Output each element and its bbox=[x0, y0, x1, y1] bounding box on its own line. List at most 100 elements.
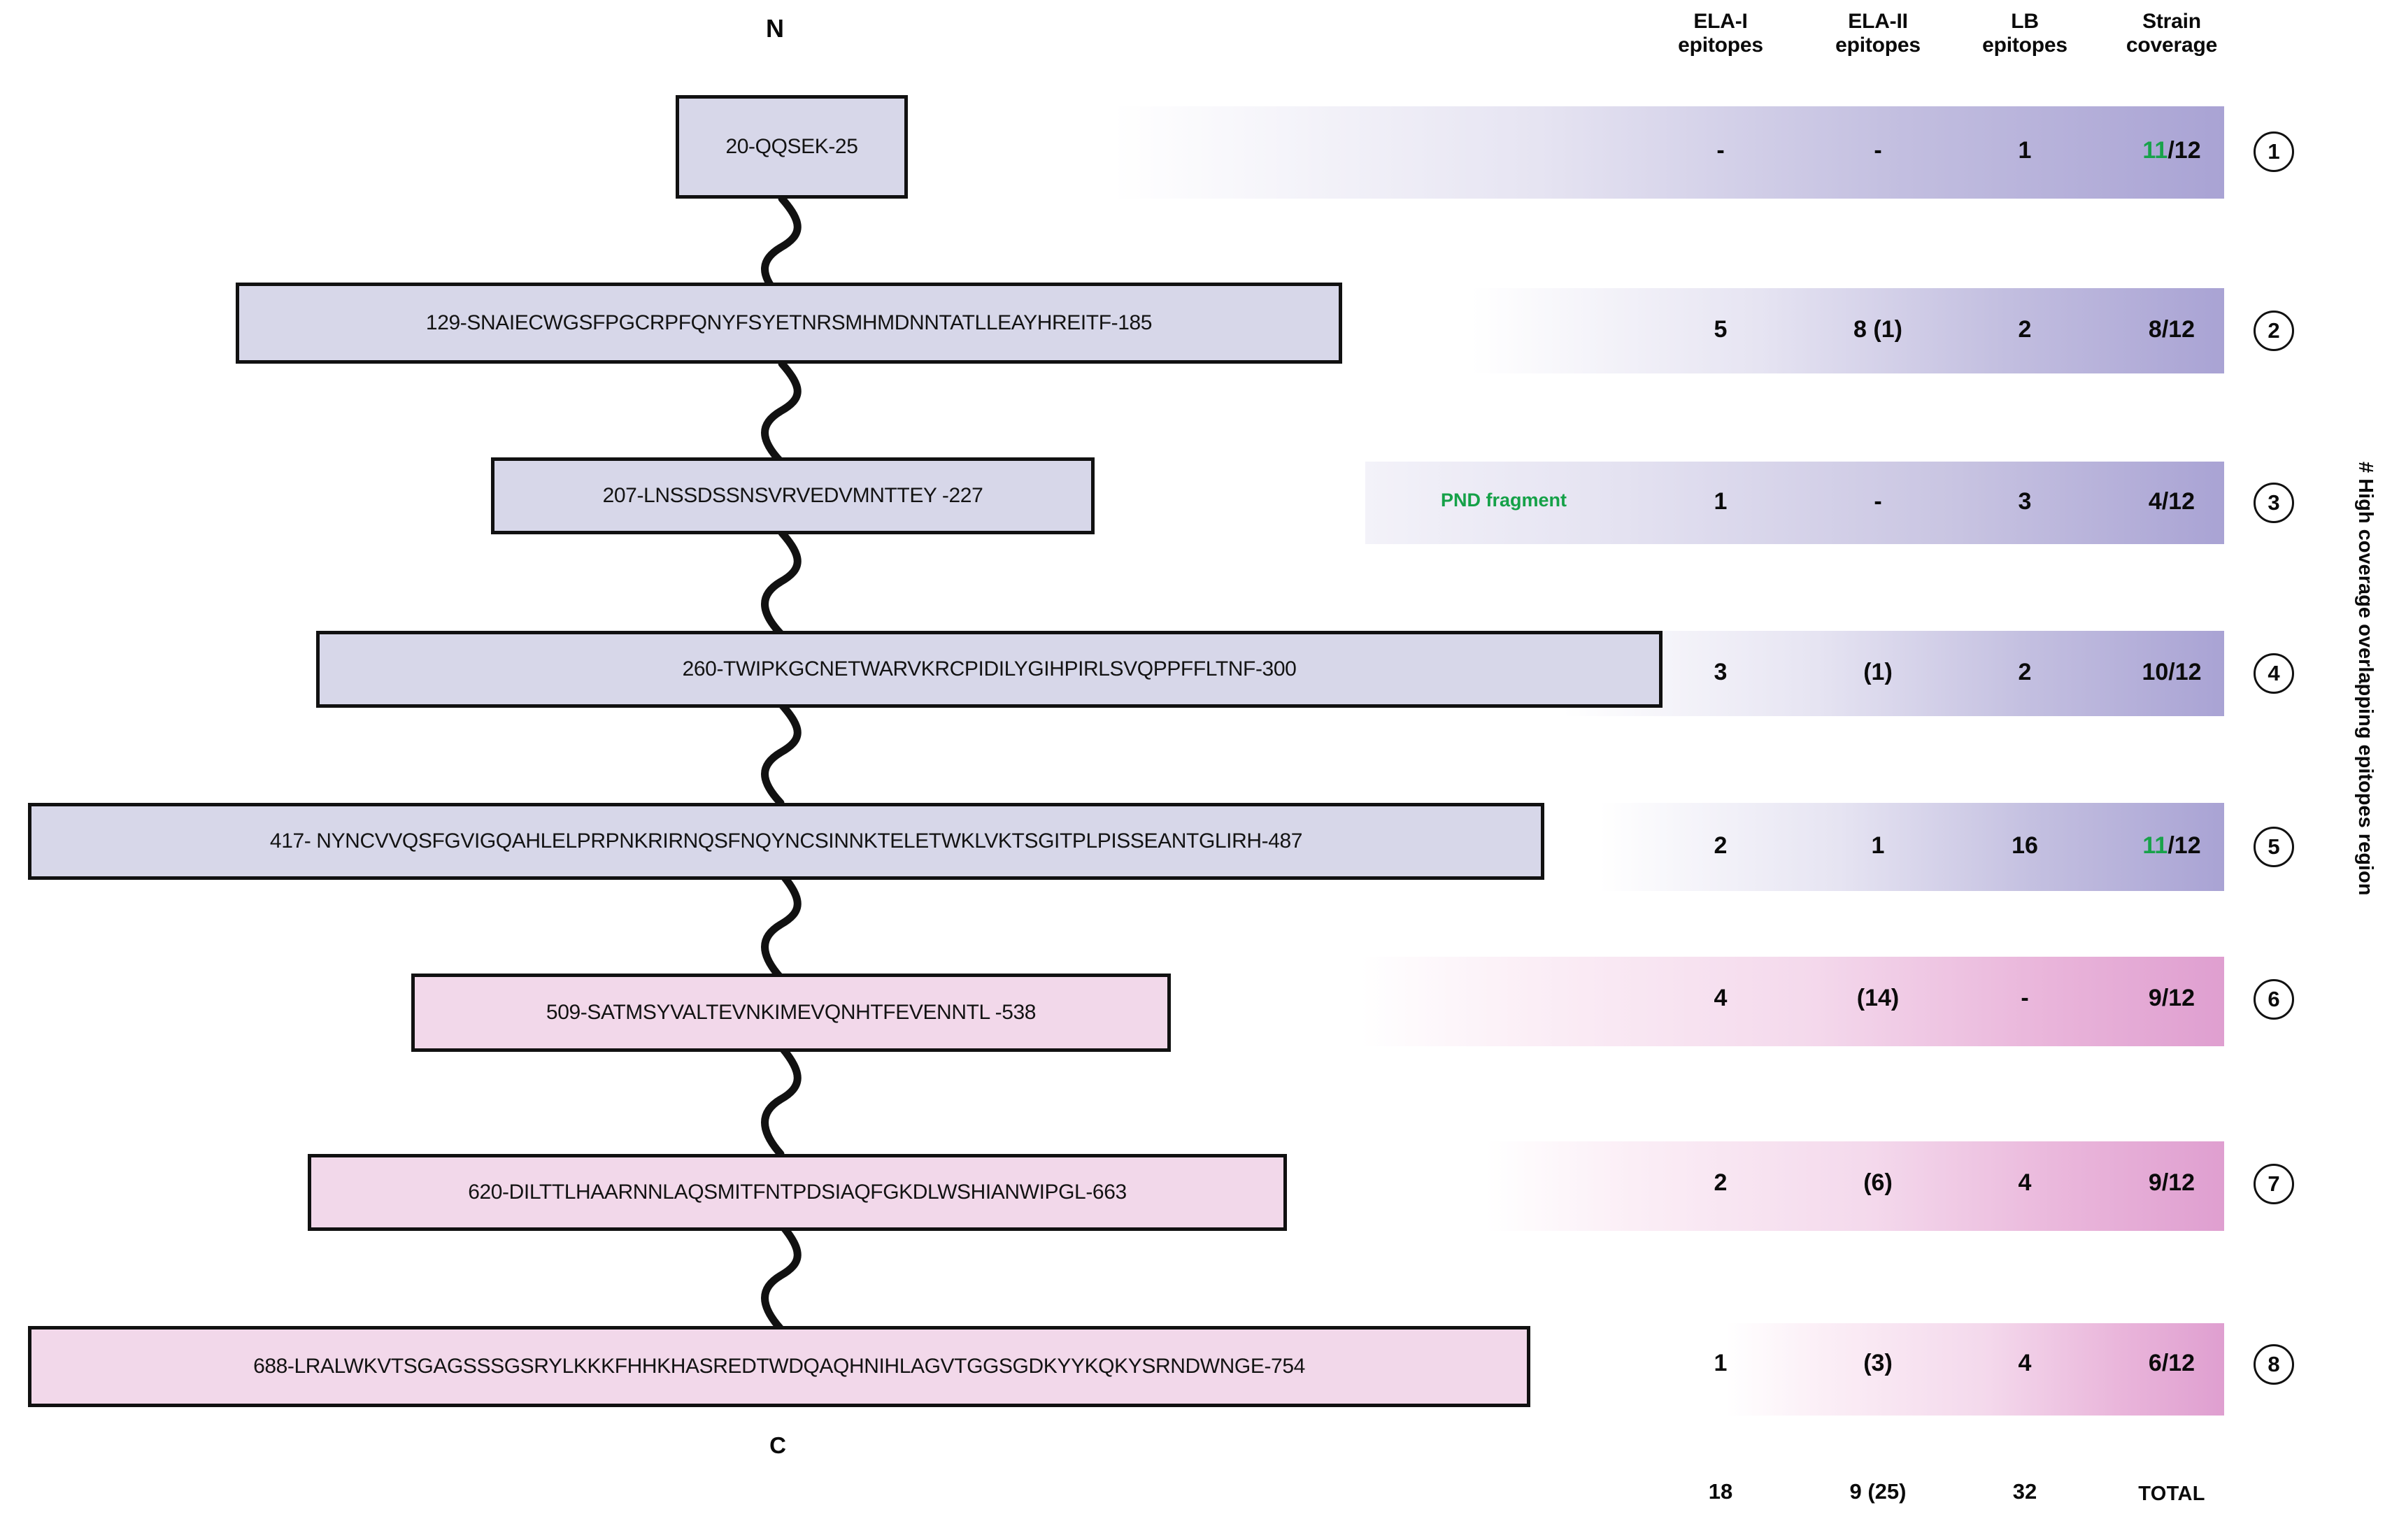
column-header-strain: Strain coverage bbox=[2098, 10, 2245, 57]
connector-squiggle-6-7 bbox=[761, 1048, 802, 1154]
column-header-lb-line2: epitopes bbox=[1982, 33, 2067, 57]
peptide-box-4[interactable]: 260-TWIPKGCNETWARVKRCPIDILYGIHPIRLSVQPPF… bbox=[316, 631, 1663, 708]
strain-denominator-row5: /12 bbox=[2167, 832, 2201, 859]
total-lb: 32 bbox=[2012, 1479, 2037, 1504]
peptide-sequence-3: 207-LNSSDSSNSVRVEDVMNTTEY -227 bbox=[602, 484, 983, 507]
column-header-ela1-line2: epitopes bbox=[1678, 33, 1763, 57]
cell-ela1-row4: 3 bbox=[1714, 659, 1728, 685]
column-header-strain-line2: coverage bbox=[2126, 33, 2218, 57]
total-ela1: 18 bbox=[1708, 1479, 1733, 1504]
column-header-strain-line1: Strain bbox=[2142, 10, 2201, 33]
strain-numerator-row7: 9 bbox=[2148, 1169, 2162, 1196]
row-index-8: 8 bbox=[2254, 1344, 2294, 1385]
strain-denominator-row7: /12 bbox=[2161, 1169, 2195, 1196]
strain-denominator-row4: /12 bbox=[2168, 659, 2202, 685]
coverage-bar-6 bbox=[1361, 957, 2224, 1046]
strain-denominator-row1: /12 bbox=[2167, 137, 2201, 164]
cell-ela2-row4: (1) bbox=[1863, 659, 1893, 685]
peptide-box-1[interactable]: 20-QQSEK-25 bbox=[676, 95, 908, 199]
strain-numerator-row6: 9 bbox=[2148, 985, 2162, 1011]
cell-ela2-row6: (14) bbox=[1856, 985, 1900, 1011]
cell-ela1-row6: 4 bbox=[1714, 985, 1728, 1011]
row-index-1: 1 bbox=[2254, 131, 2294, 172]
cell-lb-row7: 4 bbox=[2018, 1169, 2032, 1196]
peptide-box-2[interactable]: 129-SNAIECWGSFPGCRPFQNYFSYETNRSMHMDNNTAT… bbox=[236, 283, 1342, 364]
column-header-ela2-line2: epitopes bbox=[1835, 33, 1921, 57]
cell-strain-row4: 10/12 bbox=[2098, 659, 2245, 686]
peptide-box-6[interactable]: 509-SATMSYVALTEVNKIMEVQNHTFEVENNTL -538 bbox=[411, 974, 1171, 1052]
strain-numerator-row4: 10 bbox=[2142, 659, 2169, 685]
column-header-ela1-line1: ELA-I bbox=[1693, 10, 1748, 33]
cell-lb-row1: 1 bbox=[2018, 137, 2032, 164]
total-label: TOTAL bbox=[2138, 1483, 2205, 1505]
connector-squiggle-1-2 bbox=[761, 199, 802, 298]
peptide-sequence-5: 417- NYNCVVQSFGVIGQAHLELPRPNKRIRNQSFNQYN… bbox=[269, 829, 1303, 853]
peptide-box-5[interactable]: 417- NYNCVVQSFGVIGQAHLELPRPNKRIRNQSFNQYN… bbox=[28, 803, 1544, 880]
peptide-sequence-8: 688-LRALWKVTSGAGSSSGSRYLKKKFHHKHASREDTWD… bbox=[253, 1355, 1305, 1378]
cell-lb-row8: 4 bbox=[2018, 1350, 2032, 1376]
coverage-bar-3 bbox=[1365, 462, 2224, 544]
cell-strain-row6: 9/12 bbox=[2098, 985, 2245, 1012]
cell-lb-row6: - bbox=[2021, 985, 2029, 1011]
cell-ela1-row7: 2 bbox=[1714, 1169, 1728, 1196]
coverage-bar-8 bbox=[1726, 1323, 2224, 1416]
cell-ela1-row8: 1 bbox=[1714, 1350, 1728, 1376]
strain-numerator-row8: 6 bbox=[2148, 1350, 2162, 1376]
cell-ela2-row7: (6) bbox=[1863, 1169, 1893, 1196]
connector-squiggle-7-8 bbox=[761, 1225, 802, 1329]
strain-numerator-row2: 8 bbox=[2148, 316, 2162, 343]
peptide-sequence-2: 129-SNAIECWGSFPGCRPFQNYFSYETNRSMHMDNNTAT… bbox=[425, 311, 1153, 334]
cell-lb-row2: 2 bbox=[2018, 316, 2032, 343]
strain-denominator-row2: /12 bbox=[2161, 316, 2195, 343]
coverage-bar-5 bbox=[1560, 803, 2224, 891]
peptide-sequence-7: 620-DILTTLHAARNNLAQSMITFNTPDSIAQFGKDLWSH… bbox=[468, 1181, 1127, 1204]
row-index-3: 3 bbox=[2254, 483, 2294, 523]
strain-denominator-row3: /12 bbox=[2161, 488, 2195, 515]
row-index-2: 2 bbox=[2254, 311, 2294, 351]
row-index-5: 5 bbox=[2254, 827, 2294, 867]
strain-denominator-row8: /12 bbox=[2161, 1350, 2195, 1376]
cell-ela1-row1: - bbox=[1716, 137, 1725, 164]
c-terminus-label: C bbox=[769, 1432, 786, 1458]
cell-lb-row4: 2 bbox=[2018, 659, 2032, 685]
row-index-6: 6 bbox=[2254, 979, 2294, 1020]
cell-strain-row1: 11/12 bbox=[2098, 137, 2245, 164]
strain-numerator-row1: 11 bbox=[2142, 137, 2168, 164]
cell-ela1-row2: 5 bbox=[1714, 316, 1728, 343]
connector-squiggle-3-4 bbox=[761, 533, 802, 634]
cell-ela1-row5: 2 bbox=[1714, 832, 1728, 859]
pnd-fragment-annotation: PND fragment bbox=[1440, 490, 1567, 511]
cell-strain-row3: 4/12 bbox=[2098, 488, 2245, 515]
cell-lb-row3: 3 bbox=[2018, 488, 2032, 515]
peptide-box-7[interactable]: 620-DILTTLHAARNNLAQSMITFNTPDSIAQFGKDLWSH… bbox=[308, 1154, 1287, 1231]
column-header-ela2-line1: ELA-II bbox=[1848, 10, 1908, 33]
peptide-sequence-4: 260-TWIPKGCNETWARVKRCPIDILYGIHPIRLSVQPPF… bbox=[682, 657, 1297, 680]
coverage-bar-2 bbox=[1423, 288, 2224, 373]
peptide-box-3[interactable]: 207-LNSSDSSNSVRVEDVMNTTEY -227 bbox=[491, 457, 1095, 534]
column-header-lb-line1: LB bbox=[2011, 10, 2039, 33]
cell-ela2-row2: 8 (1) bbox=[1853, 316, 1902, 343]
cell-strain-row2: 8/12 bbox=[2098, 316, 2245, 343]
coverage-bar-1 bbox=[1042, 106, 2224, 199]
cell-ela2-row8: (3) bbox=[1863, 1350, 1893, 1376]
cell-ela1-row3: 1 bbox=[1714, 488, 1728, 515]
cell-strain-row7: 9/12 bbox=[2098, 1169, 2245, 1197]
cell-strain-row8: 6/12 bbox=[2098, 1350, 2245, 1377]
cell-lb-row5: 16 bbox=[2012, 832, 2038, 859]
vertical-axis-caption: # High coverage overlapping epitopes reg… bbox=[2354, 462, 2377, 896]
peptide-box-8[interactable]: 688-LRALWKVTSGAGSSSGSRYLKKKFHHKHASREDTWD… bbox=[28, 1326, 1530, 1407]
strain-numerator-row3: 4 bbox=[2148, 488, 2162, 515]
cell-ela2-row3: - bbox=[1874, 488, 1882, 515]
connector-squiggle-4-5 bbox=[761, 705, 802, 803]
coverage-bar-7 bbox=[1486, 1141, 2224, 1231]
connector-squiggle-5-6 bbox=[761, 874, 802, 978]
cell-strain-row5: 11/12 bbox=[2098, 832, 2245, 860]
strain-numerator-row5: 11 bbox=[2142, 832, 2168, 859]
column-header-ela2: ELA-II epitopes bbox=[1811, 10, 1944, 57]
row-index-4: 4 bbox=[2254, 653, 2294, 694]
row-index-7: 7 bbox=[2254, 1164, 2294, 1204]
column-header-lb: LB epitopes bbox=[1958, 10, 2091, 57]
cell-ela2-row1: - bbox=[1874, 137, 1882, 164]
column-header-ela1: ELA-I epitopes bbox=[1658, 10, 1784, 57]
